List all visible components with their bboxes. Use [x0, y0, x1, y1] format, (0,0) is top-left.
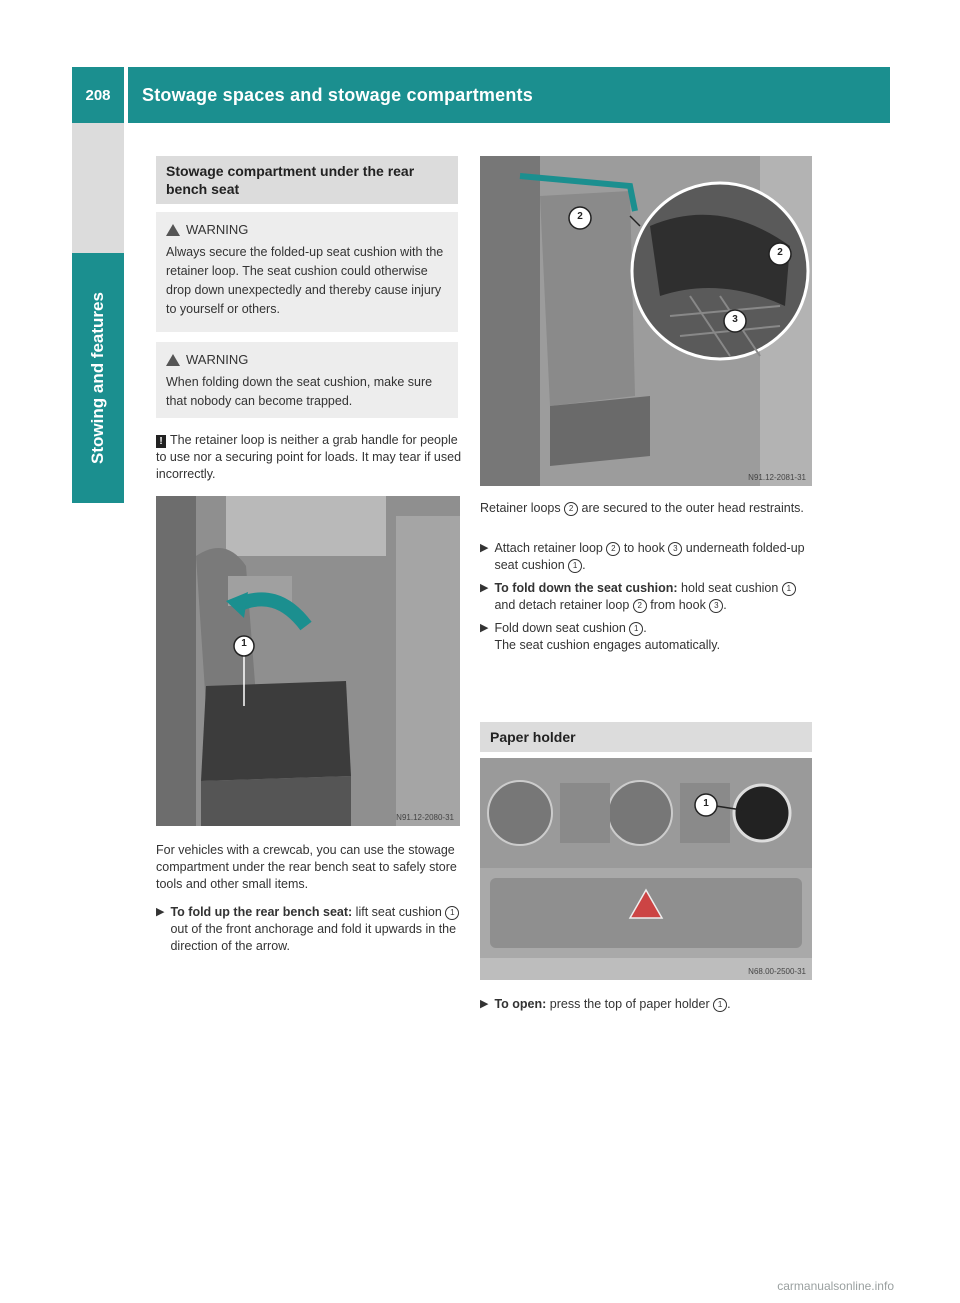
step-text: . — [643, 621, 647, 635]
step-text: lift seat cushion — [352, 905, 446, 919]
callout-ref: 1 — [445, 905, 460, 920]
step-text: . — [582, 558, 586, 572]
warning-box-2: WARNING When folding down the seat cushi… — [156, 342, 458, 418]
warning-icon — [166, 223, 180, 236]
callout-ref: 3 — [709, 598, 724, 613]
side-tab[interactable] — [72, 253, 124, 503]
para-text: Retainer loops — [480, 501, 565, 515]
figure-callout: 1 — [703, 798, 709, 809]
figure-code: N91.12-2081-31 — [748, 473, 806, 482]
page-number: 208 — [85, 86, 111, 104]
step-attach: ▶ Attach retainer loop 2 to hook 3 under… — [480, 540, 814, 574]
figure-illustration — [480, 758, 812, 980]
figure-callout: 2 — [577, 211, 583, 222]
callout-ref: 1 — [568, 558, 583, 573]
step-text: . — [727, 997, 731, 1011]
warning-text: Always secure the folded-up seat cushion… — [166, 245, 444, 316]
step-arrow-icon: ▶ — [480, 622, 489, 634]
step-arrow-icon: ▶ — [156, 906, 165, 918]
callout-ref: 3 — [668, 541, 683, 556]
callout-ref: 2 — [564, 501, 579, 516]
step-label: To open: — [494, 997, 547, 1011]
side-tab-label: Stowing and features — [88, 292, 107, 464]
section-title-stowage: Stowage compartment under the rear bench… — [156, 156, 458, 204]
step-text: Fold down seat cushion — [494, 621, 630, 635]
footer-watermark: carmanualsonline.info — [777, 1279, 894, 1293]
step-text: underneath folded-up seat cushion — [494, 541, 805, 572]
step-open: ▶ To open: press the top of paper holder… — [480, 990, 814, 1013]
figure-illustration — [480, 156, 812, 486]
step-text: press the top of paper holder — [546, 997, 714, 1011]
callout-ref: 2 — [632, 598, 647, 613]
figure-callout: 3 — [732, 314, 738, 325]
note-text: The retainer loop is neither a grab hand… — [156, 433, 462, 481]
figure-paper-holder: 1 N68.00-2500-31 — [480, 758, 812, 980]
step-arrow-icon: ▶ — [480, 998, 489, 1010]
figure-retainer-loop: 2 2 3 N91.12-2081-31 — [480, 156, 812, 486]
figure-code: N68.00-2500-31 — [748, 967, 806, 976]
step-fold-up: ▶ To fold up the rear bench seat: lift s… — [156, 898, 462, 955]
figure-code: N91.12-2080-31 — [396, 813, 454, 822]
side-strip — [72, 123, 124, 253]
callout-ref: 1 — [713, 997, 728, 1012]
steps-list: ▶ Attach retainer loop 2 to hook 3 under… — [480, 534, 814, 654]
warning-label: WARNING — [186, 222, 249, 237]
figure-callout: 2 — [777, 247, 783, 258]
step-result: The seat cushion engages automatically. — [494, 638, 721, 652]
header-bar — [128, 67, 890, 123]
step-text: and detach retainer loop — [494, 598, 633, 612]
callout-ref: 2 — [606, 541, 621, 556]
para-text: are secured to the outer head restraints… — [578, 501, 804, 515]
step-text: from hook — [646, 598, 710, 612]
callout-ref: 1 — [781, 581, 796, 596]
warning-label: WARNING — [186, 352, 249, 367]
note-icon: ! — [156, 435, 166, 448]
step-text: to hook — [620, 541, 669, 555]
step-label: To fold down the seat cushion: — [494, 581, 678, 595]
step-label: To fold up the rear bench seat: — [170, 905, 353, 919]
figure-rear-bench-seat: 1 N91.12-2080-31 — [156, 496, 460, 826]
warning-box-1: WARNING Always secure the folded-up seat… — [156, 212, 458, 332]
step-arrow-icon: ▶ — [480, 582, 489, 594]
note-paragraph: !The retainer loop is neither a grab han… — [156, 432, 462, 483]
step-fold-down: ▶ To fold down the seat cushion: hold se… — [480, 580, 814, 614]
retainer-paragraph: Retainer loops 2 are secured to the oute… — [480, 500, 814, 517]
step-text: . — [723, 598, 727, 612]
step-arrow-icon: ▶ — [480, 542, 489, 554]
warning-icon — [166, 353, 180, 366]
section-title-paper-holder: Paper holder — [480, 722, 812, 752]
step-text: hold seat cushion — [677, 581, 782, 595]
figure-illustration — [156, 496, 460, 826]
page-number-block — [72, 67, 124, 123]
callout-ref: 1 — [629, 621, 644, 636]
warning-text: When folding down the seat cushion, make… — [166, 375, 433, 408]
intro-paragraph: For vehicles with a crewcab, you can use… — [156, 843, 457, 891]
step-text: out of the front anchorage and fold it u… — [170, 922, 457, 953]
figure-callout: 1 — [241, 638, 247, 649]
page-title: Stowage spaces and stowage compartments — [142, 84, 533, 105]
step-fold-cushion: ▶ Fold down seat cushion 1. The seat cush… — [480, 620, 814, 654]
step-text: Attach retainer loop — [494, 541, 607, 555]
